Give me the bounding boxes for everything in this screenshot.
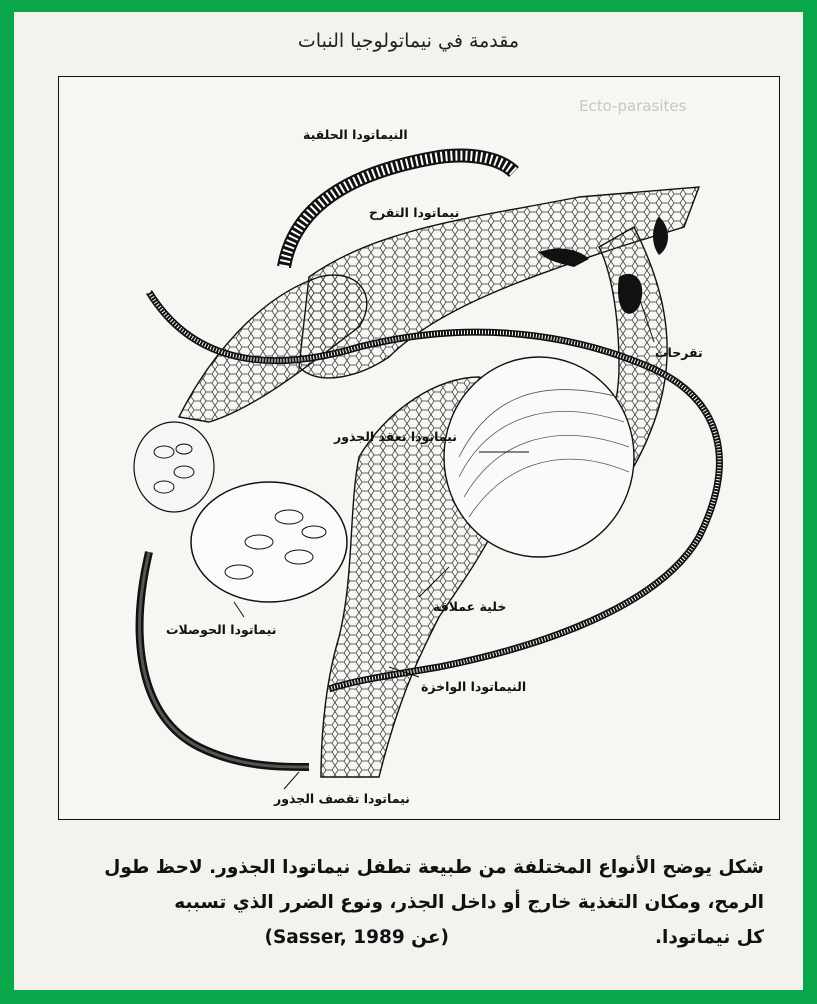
label-ring-nematode: النيماتودا الحلقية <box>303 127 408 142</box>
cyst-body <box>191 482 347 602</box>
label-lesions: تقرحات <box>655 345 703 360</box>
label-root-knot-nematode: نيماتودا تعقد الجذور <box>334 429 457 444</box>
egg-mass <box>134 422 214 512</box>
label-cyst-nematode: نيماتودا الحوصلات <box>166 622 276 637</box>
caption-line-3: كل نيماتودا. (عن Sasser, 1989) <box>74 920 764 955</box>
caption-line-2: الرمح، ومكان التغذية خارج أو داخل الجذر،… <box>74 885 764 920</box>
caption-line-1: شكل يوضح الأنواع المختلفة من طبيعة تطفل … <box>74 850 764 885</box>
caption-citation: (عن Sasser, 1989) <box>265 927 449 948</box>
label-sting-nematode: النيماتودا الواخزة <box>421 679 526 694</box>
nematode-illustration <box>59 77 779 819</box>
page-title: مقدمة في نيماتولوجيا النبات <box>14 30 803 52</box>
label-stubby-root-nematode: نيماتودا تقصف الجذور <box>274 791 410 806</box>
caption-line-3-text: كل نيماتودا. <box>655 927 764 948</box>
root-knot-gall <box>444 357 634 557</box>
label-giant-cell: خلية عملاقة <box>433 599 506 614</box>
scanned-page: مقدمة في نيماتولوجيا النبات Ecto-parasit… <box>14 12 803 990</box>
label-lesion-nematode: نيماتودا التقرح <box>369 205 459 220</box>
figure-frame: Ecto-parasites <box>58 76 780 820</box>
figure-caption: شكل يوضح الأنواع المختلفة من طبيعة تطفل … <box>74 850 764 955</box>
